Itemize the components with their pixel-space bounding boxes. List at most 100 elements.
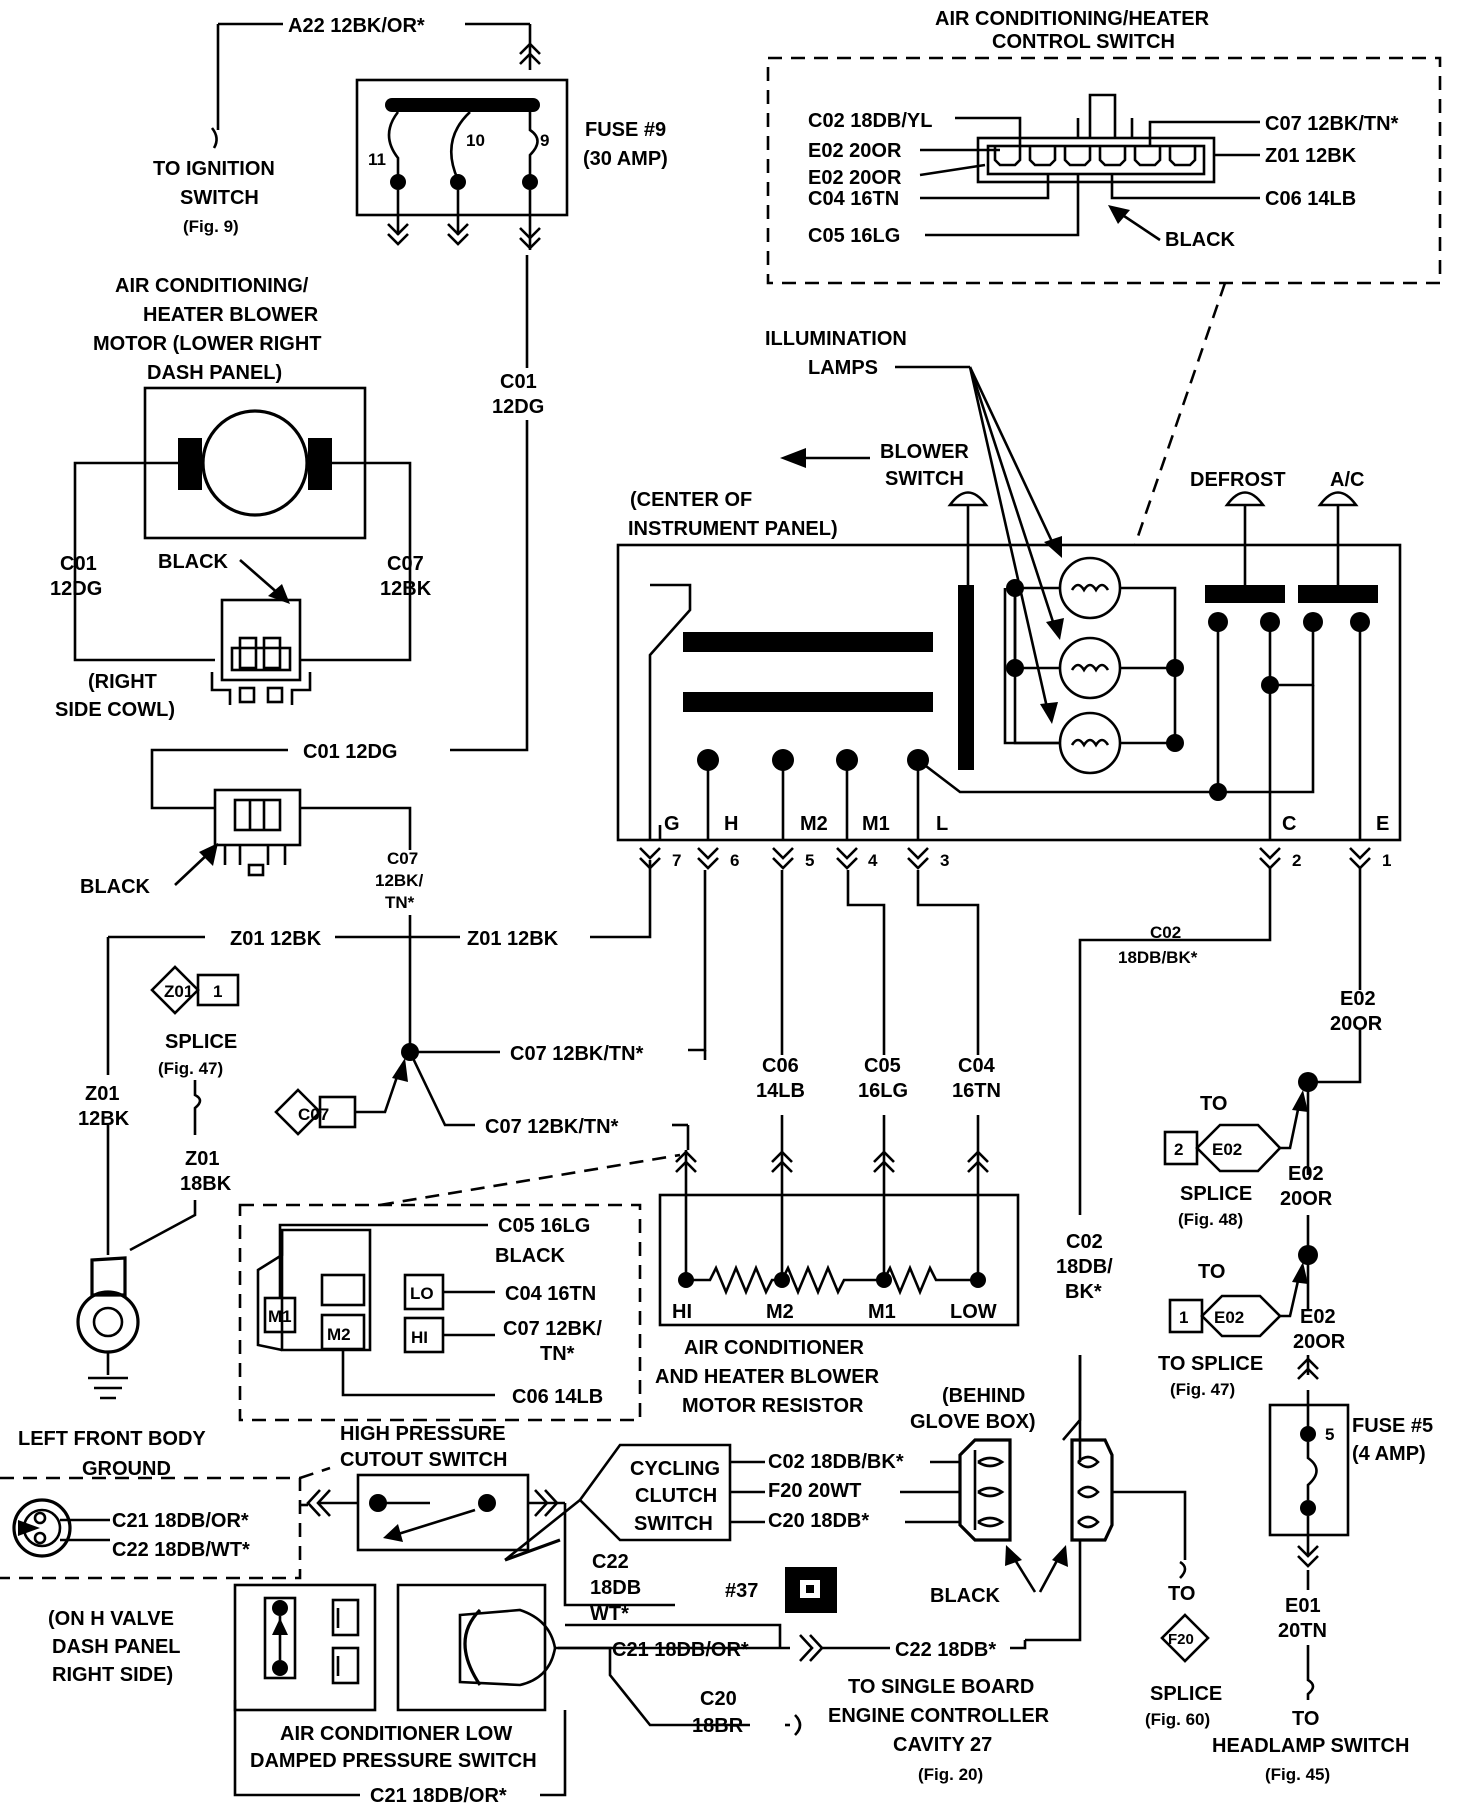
- to-label-3: TO: [1198, 1261, 1225, 1283]
- glove-box-label: (BEHIND: [942, 1385, 1025, 1407]
- c07-vert-gauge: 12BK/: [375, 871, 423, 890]
- resistor-pin-m1: M1: [868, 1301, 896, 1323]
- motor-c01-gauge: 12DG: [50, 578, 102, 600]
- c02-vert-suffix: BK*: [1065, 1281, 1102, 1303]
- fuse-9-label: FUSE #9: [585, 119, 666, 141]
- cavity-2: 2: [1292, 851, 1301, 870]
- res-c06-label: C06 14LB: [512, 1386, 603, 1408]
- splice-48-fig: (Fig. 48): [1178, 1210, 1243, 1229]
- e02-label-1: E02: [1340, 988, 1376, 1010]
- e02-label-3: E02: [1300, 1306, 1336, 1328]
- wire-c02: C02 18DB/BK* C02 18DB/ BK*: [1056, 868, 1272, 1441]
- black-label-3: BLACK: [930, 1585, 1001, 1607]
- c01-vert-gauge: 12DG: [492, 396, 544, 418]
- c22-wt-label: C22 18DB/WT*: [112, 1539, 250, 1561]
- c22-db-label: C22 18DB*: [895, 1639, 996, 1661]
- fuse-5-rating: (4 AMP): [1352, 1443, 1426, 1465]
- c02-top-gauge: 18DB/BK*: [1118, 948, 1198, 967]
- c07-splice: C07 12BK/TN* C07 12BK/TN* C07: [274, 1043, 707, 1150]
- glove-box-connector: (BEHIND GLOVE BOX) BLACK TO F20 SPLICE (…: [910, 1355, 1222, 1729]
- ctrl-e02a-label: E02 20OR: [808, 140, 902, 162]
- z01-tag-num: 1: [213, 982, 222, 1001]
- ctrl-z01-label: Z01 12BK: [1265, 145, 1357, 167]
- f20-tag: F20: [1168, 1631, 1194, 1648]
- splice-48-label: SPLICE: [1180, 1183, 1252, 1205]
- z01-tag: Z01: [164, 982, 193, 1001]
- hp-switch-label-2: CUTOUT SWITCH: [340, 1449, 507, 1471]
- ctrl-c07-label: C07 12BK/TN*: [1265, 113, 1399, 135]
- c21-bottom-label: C21 18DB/OR*: [370, 1785, 507, 1807]
- c07-wire-label-1: C07 12BK/TN*: [510, 1043, 644, 1065]
- cavity-4: 4: [868, 851, 878, 870]
- c07-vert-label: C07: [387, 849, 418, 868]
- e02-label-2: E02: [1288, 1163, 1324, 1185]
- z01-vert-b-label: Z01: [185, 1148, 219, 1170]
- resistor-pin-hi: HI: [672, 1301, 692, 1323]
- ctrl-e02b-label: E02 20OR: [808, 167, 902, 189]
- res-pin-lo: LO: [410, 1284, 434, 1303]
- black-label-2: BLACK: [80, 876, 151, 898]
- resistor-title-2: AND HEATER BLOWER: [655, 1366, 880, 1388]
- sbec-fig: (Fig. 20): [918, 1765, 983, 1784]
- pin-h: H: [724, 813, 738, 835]
- cavity-3: 3: [940, 851, 949, 870]
- headlamp-fig: (Fig. 45): [1265, 1765, 1330, 1784]
- to-label-2: TO: [1200, 1093, 1227, 1115]
- fuse-9-rating: (30 AMP): [583, 148, 668, 170]
- resistor-title-3: MOTOR RESISTOR: [682, 1395, 864, 1417]
- fuse-pin-9: 9: [540, 131, 549, 150]
- center-panel-label: (CENTER OF: [630, 489, 752, 511]
- z01-vert-a-label: Z01: [85, 1083, 119, 1105]
- c06-label: C06: [762, 1055, 799, 1077]
- c22-gauge: 18DB: [590, 1577, 641, 1599]
- cowl-connector: (RIGHT SIDE COWL): [55, 598, 312, 721]
- ref-37: #37: [725, 1567, 837, 1613]
- motor-c07-label: C07: [387, 553, 424, 575]
- h-valve-connector: C21 18DB/OR* C22 18DB/WT* (ON H VALVE DA…: [0, 1466, 331, 1686]
- fuse-9: 11 10 9 FUSE #9 (30 AMP): [355, 78, 668, 250]
- ctrl-c04-label: C04 16TN: [808, 188, 899, 210]
- e01-gauge: 20TN: [1278, 1620, 1327, 1642]
- to-ignition-label-2: SWITCH: [180, 187, 259, 209]
- c04-gauge: 16TN: [952, 1080, 1001, 1102]
- left-front-ground: LEFT FRONT BODY GROUND: [18, 1256, 206, 1480]
- left-ground-label-2: GROUND: [82, 1458, 171, 1480]
- res-c04-label: C04 16TN: [505, 1283, 596, 1305]
- cavity-6: 6: [730, 851, 739, 870]
- c22-suffix: WT*: [590, 1603, 629, 1625]
- c20-gauge: 18BR: [692, 1715, 744, 1737]
- blower-motor-title-3: MOTOR (LOWER RIGHT: [93, 333, 322, 355]
- c01-vert-label: C01: [500, 371, 537, 393]
- blower-motor-title: AIR CONDITIONING/: [115, 275, 309, 297]
- resistor-pin-m2: M2: [766, 1301, 794, 1323]
- e02-gauge-3: 20OR: [1293, 1331, 1346, 1353]
- blower-motor-title-4: DASH PANEL): [147, 362, 282, 384]
- splice-60-fig: (Fig. 60): [1145, 1710, 1210, 1729]
- c06-gauge: 14LB: [756, 1080, 805, 1102]
- e02-tag-b-num: 1: [1179, 1308, 1188, 1327]
- pin-e: E: [1376, 813, 1389, 835]
- ctrl-c06-label: C06 14LB: [1265, 188, 1356, 210]
- c02-vert-gauge: 18DB/: [1056, 1256, 1113, 1278]
- c05-gauge: 16LG: [858, 1080, 908, 1102]
- c21-mid-label: C21 18DB/OR*: [612, 1639, 749, 1661]
- splice-47-fig: (Fig. 47): [158, 1059, 223, 1078]
- pin-c: C: [1282, 813, 1296, 835]
- fuse-pin-10: 10: [466, 131, 485, 150]
- splice-47b-label: TO SPLICE: [1158, 1353, 1263, 1375]
- fuse-5-label: FUSE #5: [1352, 1415, 1433, 1437]
- ctrl-black-label: BLACK: [1165, 229, 1236, 251]
- right-cowl-label-2: SIDE COWL): [55, 699, 175, 721]
- low-switch-label: AIR CONDITIONER LOW: [280, 1723, 512, 1745]
- res-c05-label: C05 16LG: [498, 1215, 590, 1237]
- clutch-label: CYCLING: [630, 1458, 720, 1480]
- pin-l: L: [936, 813, 948, 835]
- z01-label-b: Z01 12BK: [467, 928, 559, 950]
- to-ignition-label: TO IGNITION: [153, 158, 275, 180]
- headlamp-to: TO: [1292, 1708, 1319, 1730]
- fuse-5: 5 FUSE #5 (4 AMP) E01 20TN TO HEADLAMP S…: [1212, 1390, 1433, 1784]
- res-c07-suffix: TN*: [540, 1343, 575, 1365]
- glove-box-label-2: GLOVE BOX): [910, 1411, 1036, 1433]
- res-pin-hi: HI: [411, 1328, 428, 1347]
